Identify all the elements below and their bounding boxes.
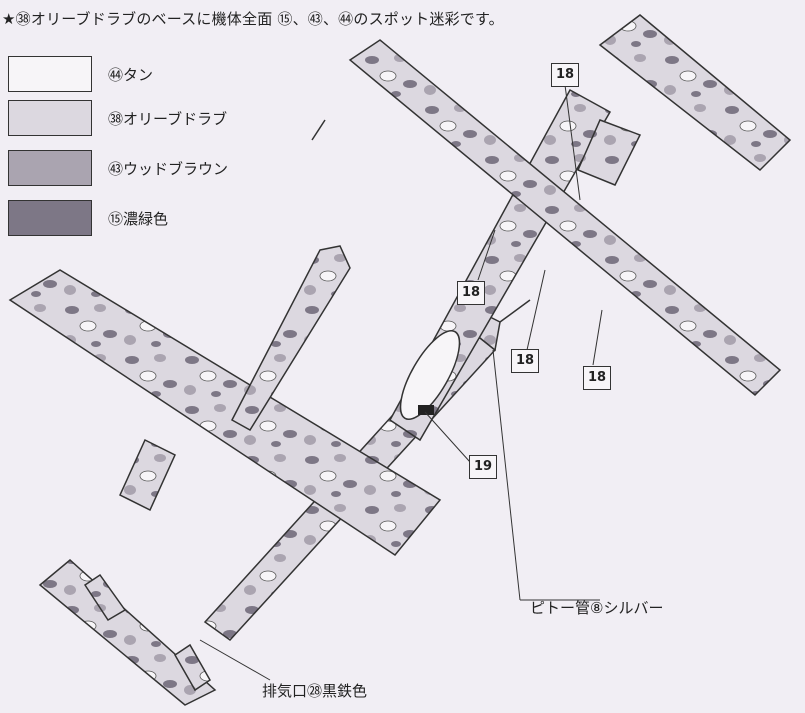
leader-19	[424, 411, 471, 463]
legend-swatch-olive-drab	[8, 100, 92, 136]
fin-right	[174, 643, 211, 692]
header-text: ★㊳オリーブドラブのベースに機体全面 ⑮、㊸、㊹のスポット迷彩です。	[2, 10, 504, 28]
callout-18-right: 18	[583, 366, 611, 390]
wing-top	[8, 269, 442, 556]
canopy-bottom	[399, 330, 461, 420]
legend-swatch-tan	[8, 56, 92, 92]
legend-label-dark-green: ⑮濃緑色	[108, 210, 169, 228]
gun-port	[418, 405, 434, 415]
probe-line	[311, 119, 326, 141]
leader-18-right	[592, 309, 603, 366]
callout-18-mid: 18	[511, 349, 539, 373]
callout-19: 19	[469, 455, 497, 479]
engine-pod-right	[230, 245, 351, 432]
callout-18-top: 18	[551, 63, 579, 87]
tailplane-top	[38, 559, 217, 706]
wing-bottom	[348, 39, 782, 397]
tailplane-bottom	[598, 14, 792, 171]
fin-left	[83, 573, 127, 622]
leader-18-left	[477, 229, 496, 281]
pitot-note: ピトー管⑧シルバー	[530, 599, 664, 617]
pitot-tube	[499, 299, 531, 323]
legend-label-wood-brown: ㊸ウッドブラウン	[108, 160, 229, 178]
legend-swatch-wood-brown	[8, 150, 92, 186]
legend-swatch-dark-green	[8, 200, 92, 236]
legend-label-olive-drab: ㊳オリーブドラブ	[108, 110, 228, 128]
exhaust-note: 排気口㉘黒鉄色	[262, 682, 368, 700]
aircraft-bottom-view	[348, 14, 792, 442]
legend-label-tan: ㊹タン	[108, 66, 154, 84]
engine-nacelle-bottom	[577, 119, 642, 186]
leader-18-mid	[526, 269, 546, 351]
pitot-leader	[492, 349, 521, 601]
aircraft-top-view	[8, 245, 501, 706]
exhaust-leader	[199, 639, 271, 681]
engine-pod-left	[119, 438, 176, 512]
leader-18-top	[564, 84, 581, 201]
callout-18-left: 18	[457, 281, 485, 305]
